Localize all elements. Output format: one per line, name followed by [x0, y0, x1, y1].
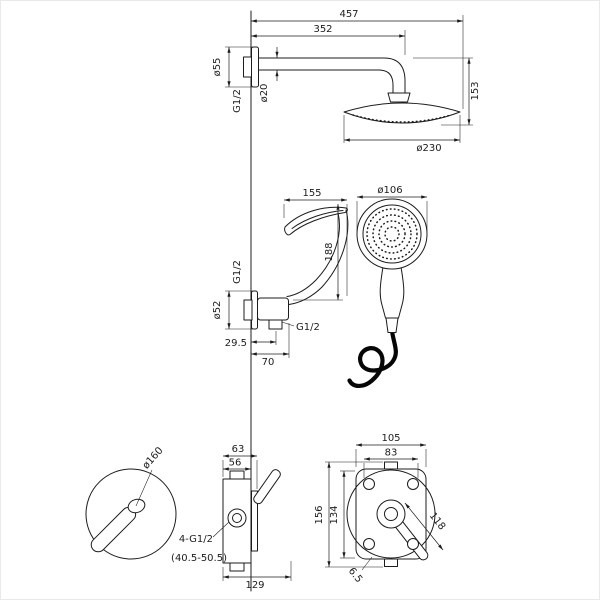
valve-port-bottom-left: [363, 538, 375, 550]
elbow-wall-stub: [243, 299, 253, 321]
dim-outlet-offset: 29.5: [225, 331, 277, 349]
arm-ball-nut: [387, 92, 411, 103]
dim-outlet-length-label: 70: [262, 357, 275, 368]
dim-handshower-diameter: ø106: [356, 185, 428, 231]
dim-valve-width-label: 129: [245, 580, 264, 591]
dim-arm-length-label: 352: [313, 24, 332, 35]
rain-head-profile: [343, 102, 461, 124]
elbow-body: [257, 297, 289, 321]
arm-wall-flange: [251, 46, 259, 88]
dim-valve-width: 129: [222, 561, 292, 591]
dim-holder-height-label: 188: [324, 242, 335, 261]
valve-inlet-label: 4-G1/2: [179, 534, 213, 545]
dim-plate-width-label: 105: [381, 433, 400, 444]
handshower-nozzle-ring-4: [384, 226, 400, 242]
handshower-hose: [347, 328, 398, 389]
dim-plate-width: 105: [355, 433, 427, 467]
dim-arm-pipe: ø20: [259, 47, 279, 103]
handshower-hose-nut: [385, 317, 399, 333]
valve-front-view: [346, 461, 436, 567]
handshower-handle-front: [379, 266, 405, 319]
dim-valve-depth-total-label: 63: [232, 444, 245, 455]
dim-head-diameter: ø230: [343, 115, 461, 154]
handshower-handle-outer: [288, 209, 349, 305]
handshower-head-rim: [362, 204, 422, 264]
dim-trim-plate-label: ø160: [141, 445, 166, 471]
rain-head-nozzle-face: [352, 114, 452, 123]
dim-port-offset: 6.5: [346, 556, 373, 585]
dim-handshower-diameter-label: ø106: [377, 185, 402, 196]
dim-outlet-offset-label: 29.5: [225, 338, 247, 349]
shower-arm: [258, 57, 406, 94]
dim-valve-depth-body-label: 56: [229, 458, 242, 469]
dim-elbow-flange: ø52: [212, 290, 253, 330]
arm-wall-stub: [243, 56, 252, 78]
handshower-nozzle-ring-1: [366, 208, 418, 260]
dim-lever-length-label: 118: [427, 511, 447, 533]
dim-arm-flange: ø55: [212, 46, 253, 88]
dim-valve-depth-body: 56: [223, 458, 251, 471]
handshower-nozzle-ring-3: [378, 220, 406, 248]
dim-body-height: 134: [329, 470, 355, 559]
valve-top-stub: [229, 470, 245, 480]
valve-depth-range-label: (40.5-50.5): [171, 553, 227, 564]
dim-holder-reach-label: 155: [302, 188, 321, 199]
dim-arm-pipe-label: ø20: [259, 84, 270, 103]
dim-total-reach-label: 457: [339, 9, 358, 20]
dim-arm-length: 352: [251, 24, 406, 55]
elbow-outlet-thread-label: G1/2: [296, 322, 320, 333]
overhead-shower-view: [243, 46, 461, 124]
wall-elbow-holder: [243, 290, 289, 330]
handshower-nozzle-ring-2: [372, 214, 412, 254]
valve-port-top-left: [363, 478, 375, 490]
dim-head-drop: 153: [413, 57, 481, 126]
elbow-outlet: [268, 319, 283, 330]
dim-head-drop-label: 153: [470, 81, 481, 100]
valve-lever-side: [253, 469, 281, 505]
dim-arm-flange-label: ø55: [212, 58, 223, 77]
handshower-head-profile: [284, 206, 348, 236]
valve-side-view: [222, 469, 281, 572]
dim-valve-depth-total: 63: [222, 444, 258, 489]
dim-port-offset-label: 6.5: [346, 566, 364, 585]
valve-front-top-stub: [384, 461, 398, 470]
dim-body-width-label: 83: [385, 448, 398, 459]
elbow-outlet-thread: G1/2: [281, 321, 320, 333]
lever-pivot: [127, 498, 146, 514]
elbow-wall-thread-label: G1/2: [232, 260, 243, 284]
handshower-front-view: [347, 198, 428, 389]
dim-holder-height: 188: [293, 204, 343, 301]
trim-plate-leader: [135, 469, 153, 507]
mixer-trim-front-view: ø160: [85, 445, 177, 560]
dim-outlet-length: 70: [251, 323, 290, 368]
dim-body-height-label: 134: [329, 505, 340, 524]
arm-thread-label: G1/2: [232, 89, 243, 113]
valve-side-port-outer: [227, 508, 247, 528]
valve-port-top-right: [407, 478, 419, 490]
valve-side-port-inner: [232, 513, 242, 523]
valve-cartridge-inner: [384, 507, 398, 521]
valve-bottom-stub: [229, 562, 245, 572]
dim-plate-height-label: 156: [314, 505, 325, 524]
valve-front-bottom-stub: [384, 558, 398, 567]
valve-inlet-callout: 4-G1/2: [179, 521, 230, 545]
valve-escutcheon-side: [251, 490, 258, 552]
shower-arm-underside: [258, 69, 394, 94]
dim-holder-reach: 155: [283, 188, 348, 296]
dim-total-reach: 457: [251, 9, 464, 109]
dim-body-width: 83: [363, 448, 419, 478]
dim-head-diameter-label: ø230: [416, 143, 441, 154]
dim-plate-height: 156: [314, 461, 383, 568]
dim-elbow-flange-label: ø52: [212, 301, 223, 320]
valve-port-bottom-right: [407, 538, 419, 550]
